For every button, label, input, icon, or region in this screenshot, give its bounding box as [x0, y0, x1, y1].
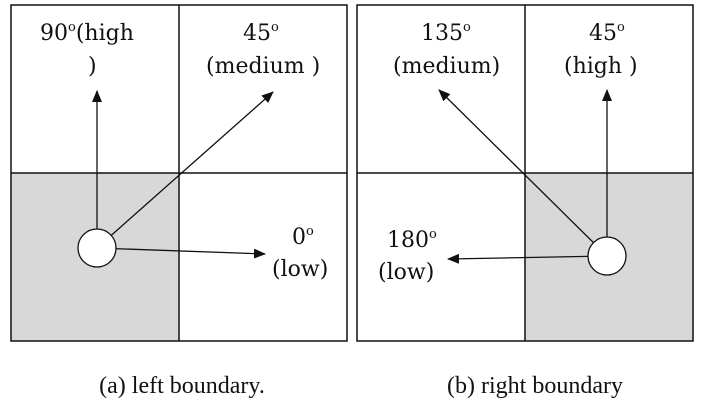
angle-90-value: 90	[40, 21, 68, 46]
label-180-low-line1: 180o	[387, 227, 437, 253]
label-135-medium-line1: 135o	[421, 20, 471, 46]
angle-180-value: 180	[387, 228, 429, 253]
label-135-medium-line2: (medium)	[393, 54, 500, 79]
degree-mark: o	[429, 227, 437, 242]
label-high-text: (high	[76, 21, 134, 46]
label-90-high-line1: 90o(high	[40, 20, 134, 46]
origin-node	[587, 236, 627, 276]
label-90-high-line2: )	[88, 54, 97, 79]
label-45-medium-line1: 45o	[243, 20, 279, 46]
arrow-45-medium	[96, 91, 274, 249]
caption-left-boundary: (a) left boundary.	[99, 373, 265, 399]
label-180-low-line2: (low)	[378, 260, 434, 285]
label-45-high-line1: 45o	[589, 20, 625, 46]
angle-45-value: 45	[243, 21, 271, 46]
arrow-180-low	[447, 253, 608, 264]
label-45-medium-line2: (medium )	[206, 54, 320, 79]
angle-135-value: 135	[421, 21, 463, 46]
degree-mark: o	[306, 224, 314, 239]
angle-45-value: 45	[589, 21, 617, 46]
panel-left-boundary: 90o(high ) 45o (medium ) 0o (low)	[10, 4, 348, 342]
arrow-135-medium	[438, 89, 608, 257]
degree-mark: o	[271, 20, 279, 35]
degree-mark: o	[463, 20, 471, 35]
caption-right-boundary: (b) right boundary	[447, 373, 623, 399]
arrow-0-low	[96, 247, 266, 259]
angle-0-value: 0	[292, 225, 306, 250]
label-0-low-line2: (low)	[272, 257, 328, 282]
origin-node	[77, 228, 117, 268]
label-0-low-line1: 0o	[292, 224, 314, 250]
label-45-high-line2: (high )	[564, 54, 638, 79]
panel-right-boundary: 135o (medium) 45o (high ) 180o (low)	[356, 4, 694, 342]
degree-mark: o	[617, 20, 625, 35]
degree-mark: o	[68, 20, 76, 35]
